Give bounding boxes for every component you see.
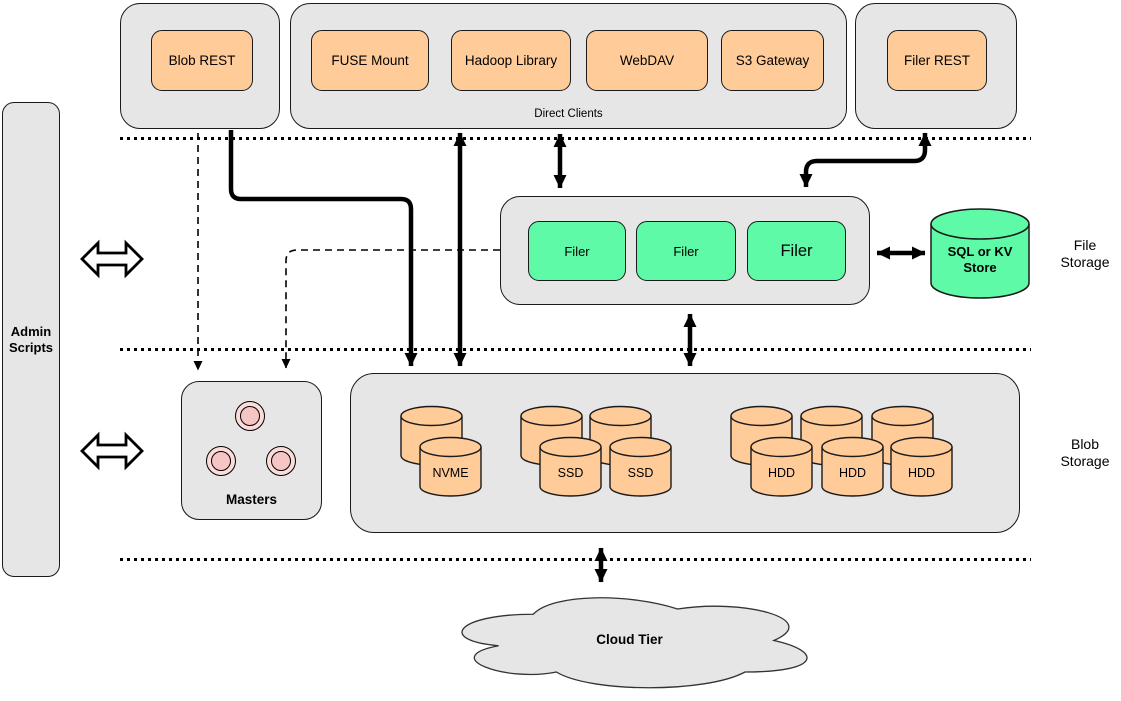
bidir-arrow-filerrest-filer: [799, 132, 932, 188]
divider-line-cloud: [120, 558, 1031, 561]
filer-cluster-group: Filer Filer Filer: [500, 196, 870, 305]
blob-storage-section-label: Blob Storage: [1040, 436, 1121, 470]
ssd-cylinder-2: SSD: [609, 436, 672, 498]
filer-rest-group: Filer REST: [855, 3, 1017, 129]
fuse-mount-label: FUSE Mount: [331, 53, 409, 68]
blob-rest-box: Blob REST: [151, 30, 253, 91]
ssd-label-1: SSD: [557, 466, 584, 480]
master-node-core-1: [240, 406, 260, 426]
nvme-cylinder: NVME: [419, 436, 482, 498]
file-storage-line2: Storage: [1060, 254, 1110, 270]
client-box-s3-gateway: S3 Gateway: [721, 30, 824, 91]
sql-kv-store-cylinder: SQL or KV Store: [930, 208, 1030, 300]
webdav-label: WebDAV: [619, 53, 675, 68]
hdd-label-2: HDD: [838, 466, 867, 480]
client-box-fuse-mount: FUSE Mount: [311, 30, 429, 91]
blob-rest-group: Blob REST: [120, 3, 280, 129]
hollow-bidir-arrow-admin-file: [80, 239, 144, 279]
nvme-label: NVME: [432, 466, 469, 480]
blob-rest-label: Blob REST: [168, 53, 236, 68]
admin-scripts-label-line1: Admin: [10, 323, 52, 339]
master-node-core-2: [211, 451, 231, 471]
cloud-tier-label: Cloud Tier: [596, 632, 663, 647]
sql-kv-label-line2: Store: [963, 260, 997, 275]
blob-storage-line2: Storage: [1060, 453, 1110, 469]
hdd-cylinder-3: HDD: [890, 436, 953, 498]
master-node-core-3: [271, 451, 291, 471]
hollow-bidir-arrow-admin-blob: [80, 431, 144, 471]
divider-line-file-blob: [120, 348, 1031, 351]
filer-box-3: Filer: [747, 221, 846, 281]
ssd-label-2: SSD: [627, 466, 654, 480]
master-node-circle-2: [206, 446, 236, 476]
divider-line-clients: [120, 137, 1031, 140]
direct-clients-group: FUSE Mount Hadoop Library WebDAV S3 Gate…: [290, 3, 847, 129]
direct-clients-caption: Direct Clients: [534, 108, 603, 120]
client-box-hadoop-library: Hadoop Library: [451, 30, 571, 91]
master-node-circle-1: [235, 401, 265, 431]
s3-gateway-label: S3 Gateway: [735, 53, 810, 68]
cloud-tier-shape: [461, 597, 808, 689]
filer-label-1: Filer: [564, 243, 590, 259]
arrow-blobrest-to-blobstorage: [228, 130, 418, 367]
filer-rest-label: Filer REST: [903, 53, 970, 68]
blob-storage-line1: Blob: [1070, 436, 1100, 452]
cylinder-shape: [930, 208, 1030, 299]
filer-box-1: Filer: [528, 221, 626, 281]
filer-box-2: Filer: [636, 221, 736, 281]
hdd-cylinder-2: HDD: [821, 436, 884, 498]
filer-label-2: Filer: [673, 243, 699, 259]
hdd-label-3: HDD: [907, 466, 936, 480]
client-box-webdav: WebDAV: [586, 30, 708, 91]
hdd-label-1: HDD: [767, 466, 796, 480]
hadoop-library-label: Hadoop Library: [464, 53, 558, 68]
ssd-cylinder-1: SSD: [539, 436, 602, 498]
filer-label-3: Filer: [780, 241, 813, 260]
admin-scripts-panel: Admin Scripts: [2, 102, 60, 577]
masters-label: Masters: [225, 492, 278, 507]
filer-rest-box: Filer REST: [887, 30, 987, 91]
sql-kv-label-line1: SQL or KV: [947, 244, 1013, 259]
file-storage-section-label: File Storage: [1040, 237, 1121, 271]
hdd-cylinder-1: HDD: [750, 436, 813, 498]
file-storage-line1: File: [1073, 237, 1097, 253]
admin-scripts-label-line2: Scripts: [8, 339, 54, 355]
master-node-circle-3: [266, 446, 296, 476]
